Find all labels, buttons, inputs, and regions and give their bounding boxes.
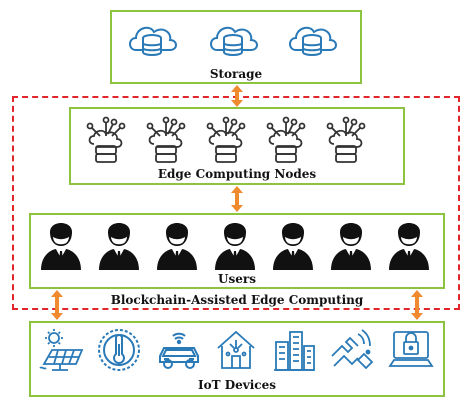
double-arrow-icon xyxy=(49,289,65,321)
database-cloud-icon xyxy=(124,16,180,60)
edge-node-icon xyxy=(144,116,188,164)
smart-home-icon xyxy=(212,326,260,374)
user-icon xyxy=(388,218,430,270)
edge-node-icon xyxy=(84,116,128,164)
iot-devices-label: IoT Devices xyxy=(198,378,276,392)
smart-lock-icon xyxy=(388,328,434,372)
user-icon xyxy=(40,218,82,270)
edge-nodes-label: Edge Computing Nodes xyxy=(157,167,317,181)
database-cloud-icon xyxy=(284,16,340,60)
connected-car-icon xyxy=(154,328,204,374)
voice-assistant-icon xyxy=(328,326,376,374)
edge-node-icon xyxy=(264,116,308,164)
blockchain-label: Blockchain-Assisted Edge Computing xyxy=(110,293,364,307)
solar-panel-icon xyxy=(38,328,86,374)
user-icon xyxy=(214,218,256,270)
smart-building-icon xyxy=(270,326,318,374)
thermostat-icon xyxy=(96,326,142,374)
edge-node-icon xyxy=(324,116,368,164)
user-icon xyxy=(156,218,198,270)
double-arrow-icon xyxy=(409,289,425,321)
edge-node-icon xyxy=(204,116,248,164)
double-arrow-icon xyxy=(229,185,245,213)
user-icon xyxy=(272,218,314,270)
database-cloud-icon xyxy=(205,16,261,60)
user-icon xyxy=(330,218,372,270)
users-label: Users xyxy=(218,272,256,286)
user-icon xyxy=(98,218,140,270)
double-arrow-icon xyxy=(229,84,245,108)
storage-label: Storage xyxy=(209,67,263,81)
